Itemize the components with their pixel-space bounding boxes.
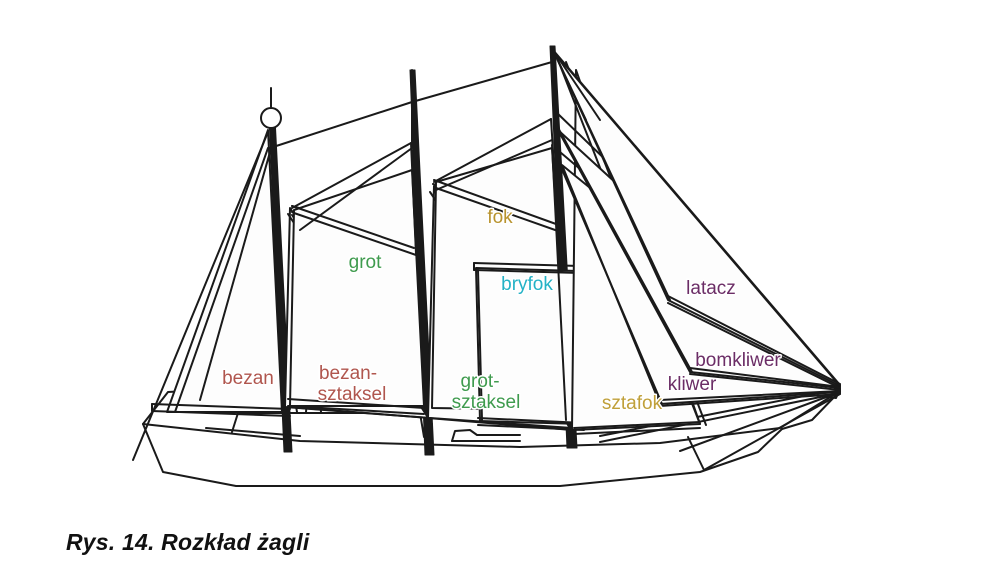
sail-bezan [132, 129, 291, 461]
bezan-sztaksel-foot [287, 406, 431, 419]
bryfok-foot-top [477, 417, 585, 424]
main-shroud-fwd [411, 149, 425, 401]
fore-stay-fan-2 [552, 49, 587, 121]
bowsprit-assembly [599, 388, 841, 471]
label-bryfok: bryfok [501, 274, 553, 295]
sail-grot-shape [289, 169, 425, 407]
bryfok-yard-top [473, 262, 581, 267]
forward-deck-fitting [451, 429, 521, 442]
grot-peak-halyard [291, 142, 412, 209]
sztafok-foot-top [573, 421, 701, 429]
bomkliwer-leech [555, 123, 693, 373]
fore-shroud-fwd [551, 144, 567, 421]
label-bezan: bezan [222, 368, 274, 389]
mizzen-backstay [132, 131, 269, 461]
kliwer-leech [557, 159, 663, 405]
sztafok-foot-bottom [573, 427, 701, 435]
hull-bow-stem [781, 390, 841, 430]
fok-gaff-top [433, 179, 557, 225]
main-to-fore-stay [411, 61, 553, 103]
main-shroud-aft [299, 147, 413, 231]
hull-bottom [142, 423, 783, 487]
label-grot: grot [349, 252, 382, 273]
sail-labels-group: bezan bezan- sztaksel grot grot- sztakse… [221, 206, 783, 416]
latacz-foot-top [667, 295, 841, 385]
fore-stay-fan-1 [552, 49, 601, 121]
label-bezan-sztaksel-line2: sztaksel [318, 384, 387, 405]
mizzen-to-main-stay [269, 101, 413, 149]
dolphin-striker [687, 436, 705, 471]
label-sztafok: sztafok [602, 393, 663, 414]
main-deckhouse [231, 412, 425, 438]
bowsprit-lower [599, 392, 841, 443]
fok-gaff-bottom [435, 187, 559, 232]
label-grot-sztaksel-line1: grot- [460, 371, 499, 392]
kliwer-foot-top [659, 390, 841, 401]
jibboom-line [679, 391, 841, 452]
label-grot-sztaksel-line2: sztaksel [452, 392, 521, 413]
standing-rigging [199, 49, 601, 421]
sail-latacz [552, 49, 841, 389]
fok-peak-halyard [433, 118, 552, 183]
bryfok-yard-bottom [473, 269, 581, 274]
label-kliwer: kliwer [668, 374, 717, 395]
bezan-boom-top [151, 403, 291, 410]
mizzen-shroud-a [199, 151, 271, 401]
mast-truck-ring-icon [260, 107, 282, 129]
latacz-stay [552, 49, 841, 386]
martingale-stay [703, 393, 841, 471]
label-latacz: latacz [686, 278, 736, 299]
bezan-luff-inner [174, 147, 269, 413]
kliwer-foot-bottom [659, 393, 841, 407]
figure-caption: Rys. 14. Rozkład żagli [66, 529, 310, 555]
latacz-foot-bottom [667, 302, 841, 389]
label-fok: fok [487, 207, 513, 228]
fore-shroud-aft [435, 139, 553, 191]
label-bezan-sztaksel-line1: bezan- [319, 363, 377, 384]
grot-boom-top [287, 398, 425, 409]
label-bomkliwer: bomkliwer [695, 350, 781, 371]
bryfok-leech-port [477, 269, 483, 421]
bomkliwer-foot-bottom [689, 373, 841, 391]
bryfok-foot-bottom [477, 424, 585, 431]
grot-gaff-top [291, 205, 415, 249]
bomkliwer-foot-top [689, 367, 841, 388]
grot-boom-bottom [287, 405, 425, 415]
grot-sztaksel-foot [429, 417, 573, 429]
bezan-boom-bottom [151, 410, 291, 417]
